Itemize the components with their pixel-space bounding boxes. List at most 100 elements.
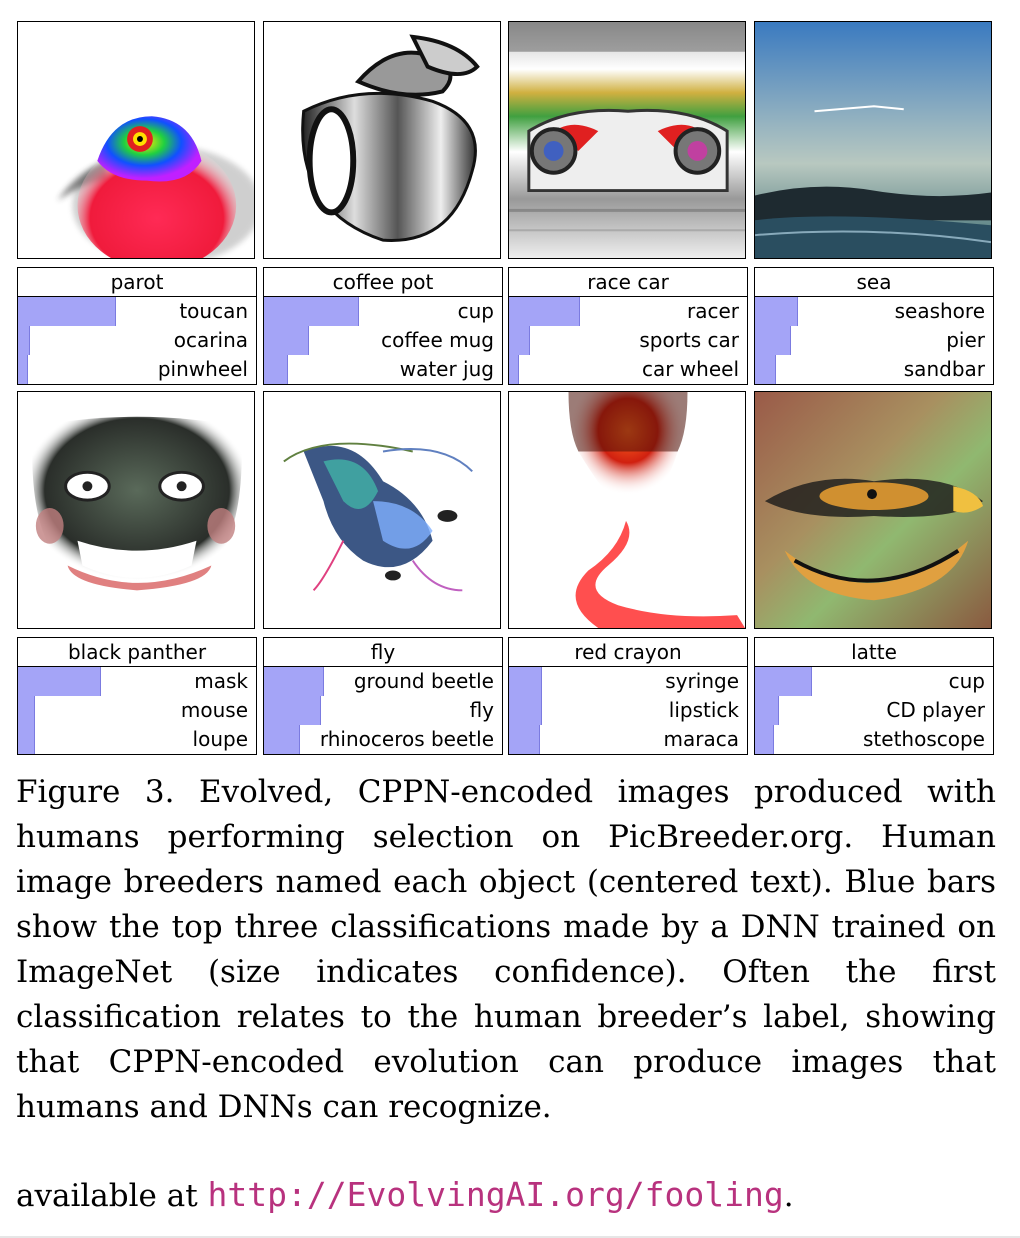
figure-caption: Figure 3. Evolved, CPPN-encoded images p… [16, 774, 996, 1125]
prediction-label: pier [946, 328, 985, 352]
prediction-row: cup [264, 297, 502, 326]
prediction-label: coffee mug [381, 328, 494, 352]
image-sea [754, 21, 992, 259]
image-latte [754, 391, 992, 629]
confidence-bar [264, 667, 324, 696]
classification-panel: latte cup CD player stethoscope [754, 637, 994, 755]
prediction-label: mouse [180, 698, 248, 722]
confidence-bar [755, 667, 813, 696]
prediction-row: mouse [18, 696, 256, 725]
prediction-row: loupe [18, 725, 256, 754]
human-label: fly [264, 638, 502, 667]
classification-panel: fly ground beetle fly rhinoceros beetle [263, 637, 503, 755]
confidence-bar [755, 326, 791, 355]
confidence-bar [509, 667, 543, 696]
prediction-label: ocarina [173, 328, 248, 352]
confidence-bar [509, 696, 543, 725]
confidence-bar [18, 297, 116, 326]
prediction-row: maraca [509, 725, 747, 754]
confidence-bar [755, 355, 777, 384]
prediction-label: racer [686, 299, 739, 323]
confidence-bar [18, 355, 28, 384]
human-label: parot [18, 268, 256, 297]
prediction-label: ground beetle [353, 669, 494, 693]
confidence-bar [755, 297, 798, 326]
confidence-bar [509, 326, 531, 355]
prediction-label: syringe [665, 669, 739, 693]
classification-panel: sea seashore pier sandbar [754, 267, 994, 385]
prediction-row: car wheel [509, 355, 747, 384]
prediction-label: rhinoceros beetle [319, 727, 494, 751]
confidence-bar [264, 355, 288, 384]
prediction-row: toucan [18, 297, 256, 326]
prediction-row: syringe [509, 667, 747, 696]
prediction-label: toucan [179, 299, 248, 323]
prediction-row: coffee mug [264, 326, 502, 355]
prediction-row: water jug [264, 355, 502, 384]
prediction-row: pinwheel [18, 355, 256, 384]
availability-line: available at http://EvolvingAI.org/fooli… [16, 1172, 794, 1219]
confidence-bar [755, 725, 775, 754]
confidence-bar [18, 326, 30, 355]
prediction-label: water jug [399, 357, 494, 381]
prediction-row: ocarina [18, 326, 256, 355]
confidence-bar [509, 297, 581, 326]
prediction-row: lipstick [509, 696, 747, 725]
availability-suffix: . [783, 1178, 794, 1214]
prediction-row: ground beetle [264, 667, 502, 696]
confidence-bar [509, 725, 540, 754]
classification-panel: red crayon syringe lipstick maraca [508, 637, 748, 755]
prediction-row: rhinoceros beetle [264, 725, 502, 754]
prediction-label: sports car [639, 328, 739, 352]
classification-panel: coffee pot cup coffee mug water jug [263, 267, 503, 385]
confidence-bar [264, 297, 360, 326]
human-label: latte [755, 638, 993, 667]
prediction-row: seashore [755, 297, 993, 326]
prediction-row: stethoscope [755, 725, 993, 754]
human-label: coffee pot [264, 268, 502, 297]
prediction-label: mask [194, 669, 248, 693]
prediction-label: stethoscope [863, 727, 985, 751]
prediction-label: sandbar [903, 357, 985, 381]
prediction-row: racer [509, 297, 747, 326]
prediction-label: maraca [663, 727, 739, 751]
image-black-panther [17, 391, 255, 629]
confidence-bar [264, 326, 310, 355]
prediction-row: CD player [755, 696, 993, 725]
prediction-row: fly [264, 696, 502, 725]
prediction-row: pier [755, 326, 993, 355]
project-url-link[interactable]: http://EvolvingAI.org/fooling [207, 1175, 784, 1214]
prediction-row: sandbar [755, 355, 993, 384]
image-red-crayon [508, 391, 746, 629]
prediction-label: pinwheel [157, 357, 248, 381]
confidence-bar [264, 725, 300, 754]
human-label: black panther [18, 638, 256, 667]
classification-panel: black panther mask mouse loupe [17, 637, 257, 755]
image-race-car [508, 21, 746, 259]
image-parot [17, 21, 255, 259]
prediction-label: lipstick [668, 698, 739, 722]
prediction-label: cup [457, 299, 494, 323]
human-label: red crayon [509, 638, 747, 667]
human-label: sea [755, 268, 993, 297]
human-label: race car [509, 268, 747, 297]
prediction-label: loupe [192, 727, 248, 751]
classification-panel: race car racer sports car car wheel [508, 267, 748, 385]
prediction-label: cup [948, 669, 985, 693]
image-coffee-pot [263, 21, 501, 259]
prediction-label: seashore [894, 299, 985, 323]
confidence-bar [509, 355, 519, 384]
prediction-row: mask [18, 667, 256, 696]
prediction-label: CD player [886, 698, 985, 722]
confidence-bar [755, 696, 779, 725]
prediction-label: car wheel [641, 357, 739, 381]
prediction-label: fly [469, 698, 494, 722]
prediction-row: sports car [509, 326, 747, 355]
figure-grid: parot toucan ocarina pinwheel coffee pot… [17, 21, 997, 757]
confidence-bar [18, 725, 35, 754]
classification-panel: parot toucan ocarina pinwheel [17, 267, 257, 385]
confidence-bar [264, 696, 322, 725]
availability-prefix: available at [16, 1178, 208, 1214]
confidence-bar [18, 667, 102, 696]
image-fly [263, 391, 501, 629]
